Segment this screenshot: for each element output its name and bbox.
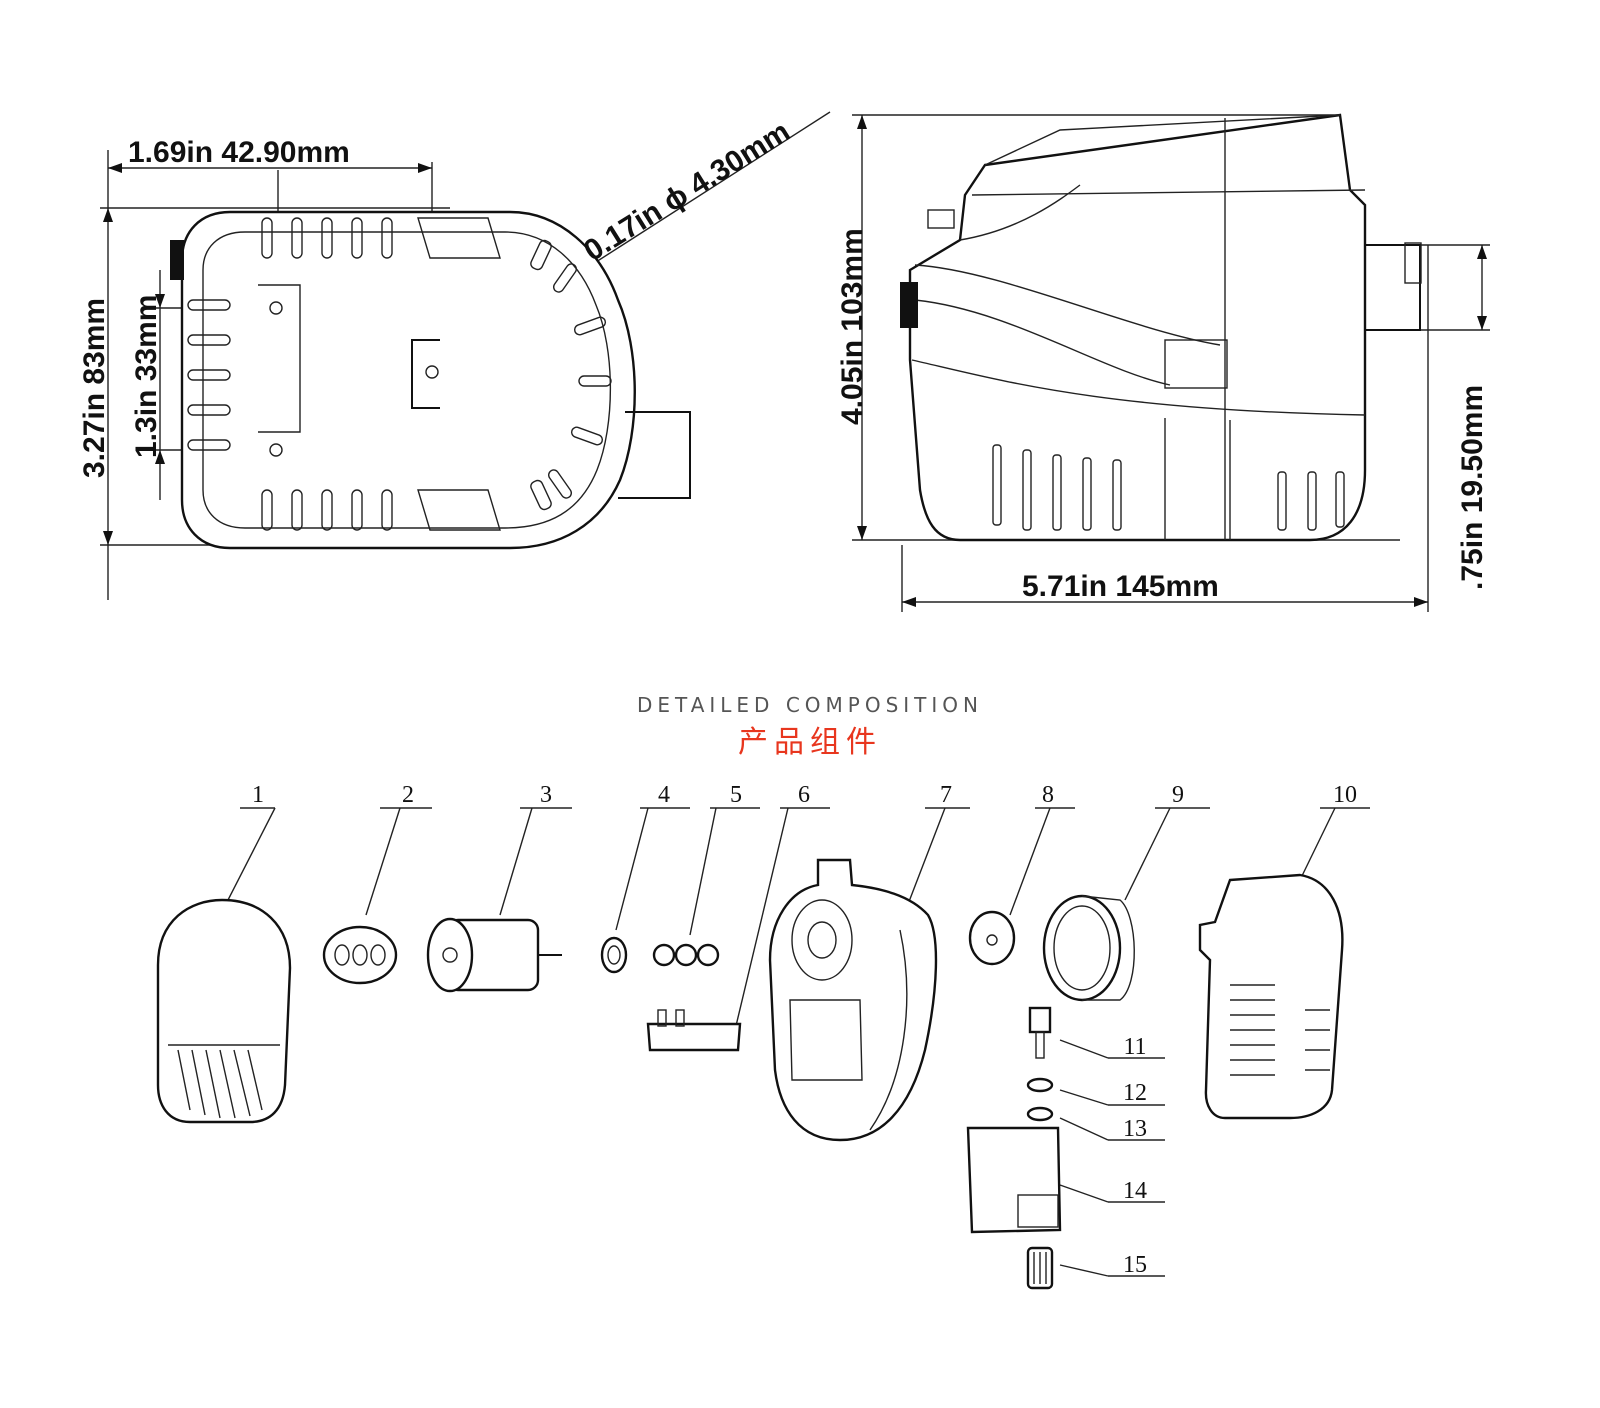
- side-view: [852, 113, 1490, 612]
- top-height-label: 3.27in 83mm: [78, 298, 111, 478]
- part-1-cover: [156, 898, 292, 1124]
- side-width-label: 5.71in 145mm: [1022, 570, 1219, 603]
- part-label-13: 13: [1123, 1116, 1147, 1142]
- part-5-washers: [652, 943, 720, 967]
- part-10-strainer: [1198, 873, 1344, 1120]
- composition-title: DETAILED COMPOSITION: [637, 693, 983, 717]
- part-label-7: 7: [940, 782, 952, 808]
- part-label-4: 4: [658, 782, 670, 808]
- part-label-6: 6: [798, 782, 810, 808]
- top-view: [100, 111, 831, 600]
- part-label-5: 5: [730, 782, 742, 808]
- callout-lines: [227, 807, 1370, 1277]
- part-label-9: 9: [1172, 782, 1184, 808]
- top-inner-height-label: 1.3in 33mm: [130, 295, 163, 458]
- part-label-14: 14: [1123, 1178, 1147, 1204]
- composition-title-cn: 产品组件: [738, 725, 882, 760]
- part-label-3: 3: [540, 782, 552, 808]
- top-width-label: 1.69in 42.90mm: [128, 136, 350, 169]
- part-label-8: 8: [1042, 782, 1054, 808]
- part-label-15: 15: [1123, 1252, 1147, 1278]
- part-13-oring: [1026, 1106, 1054, 1122]
- side-height-label: 4.05in 103mm: [836, 228, 869, 425]
- part-label-2: 2: [402, 782, 414, 808]
- part-15-cap: [1026, 1246, 1054, 1290]
- part-12-oring: [1026, 1077, 1054, 1093]
- hole-diameter-label: 0.17in ϕ 4.30mm: [578, 115, 796, 268]
- outlet-height-label: .75in 19.50mm: [1456, 385, 1489, 590]
- part-label-10: 10: [1333, 782, 1357, 808]
- part-6-bracket: [646, 1009, 742, 1052]
- part-label-11: 11: [1123, 1034, 1146, 1060]
- part-4-seal: [600, 936, 628, 974]
- part-11-pin: [1028, 1006, 1052, 1059]
- part-7-housing: [768, 858, 938, 1142]
- part-8-impeller: [968, 910, 1016, 966]
- part-14-float-box: [966, 1126, 1062, 1234]
- part-9-volute: [1042, 894, 1135, 1002]
- part-label-1: 1: [252, 782, 264, 808]
- part-3-motor: [426, 917, 562, 993]
- part-label-12: 12: [1123, 1080, 1147, 1106]
- part-2-brush-plate: [322, 925, 398, 985]
